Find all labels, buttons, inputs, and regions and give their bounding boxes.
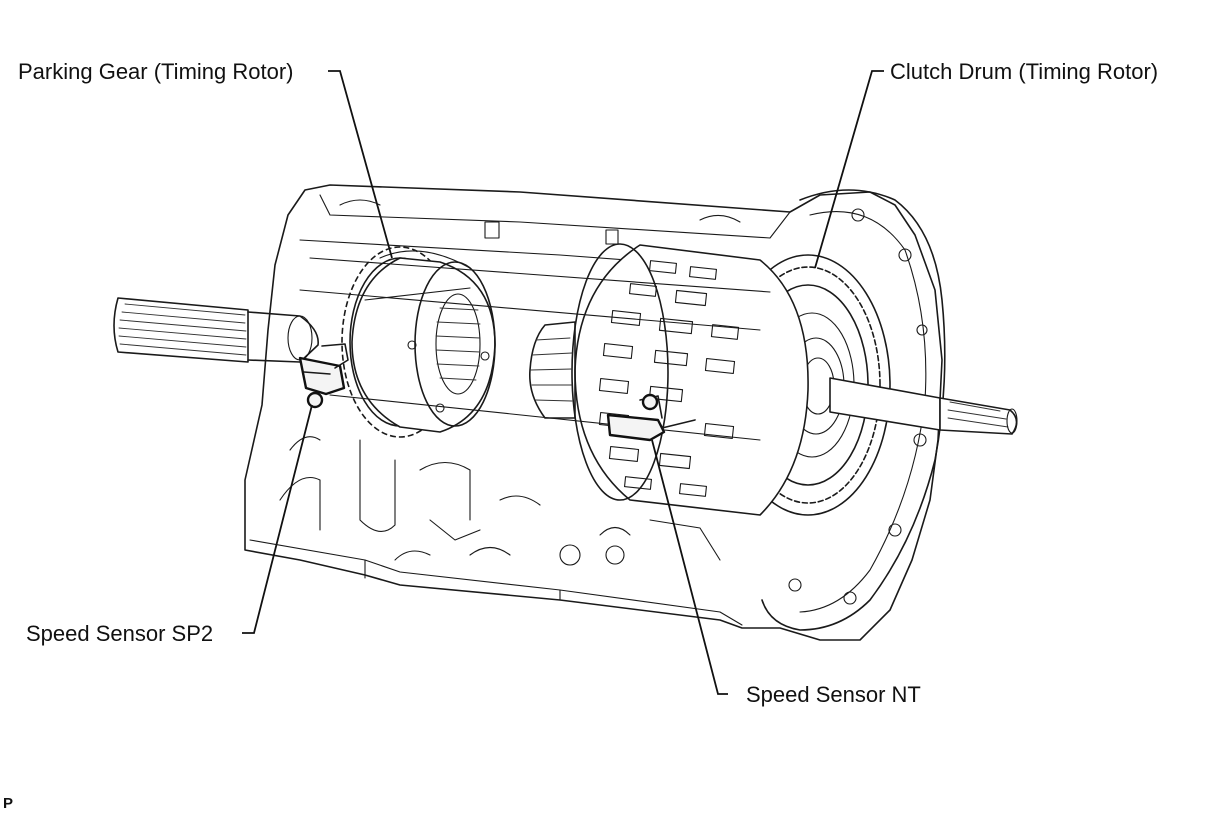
label-parking-gear: Parking Gear (Timing Rotor) — [18, 59, 293, 84]
speed-sensor-sp2 — [298, 343, 349, 409]
label-clutch-drum: Clutch Drum (Timing Rotor) — [890, 59, 1158, 84]
label-speed-sensor-nt: Speed Sensor NT — [746, 682, 921, 707]
parking-gear — [341, 246, 496, 438]
leader-lines — [242, 70, 884, 695]
input-shaft — [829, 377, 1018, 435]
label-speed-sensor-sp2: Speed Sensor SP2 — [26, 621, 213, 646]
clutch-cylinder — [528, 243, 809, 516]
corner-code: P — [3, 795, 13, 812]
transmission-case — [244, 184, 943, 641]
case-structure-lines — [299, 257, 771, 441]
speed-sensor-nt — [606, 393, 696, 442]
output-shaft — [113, 297, 319, 363]
